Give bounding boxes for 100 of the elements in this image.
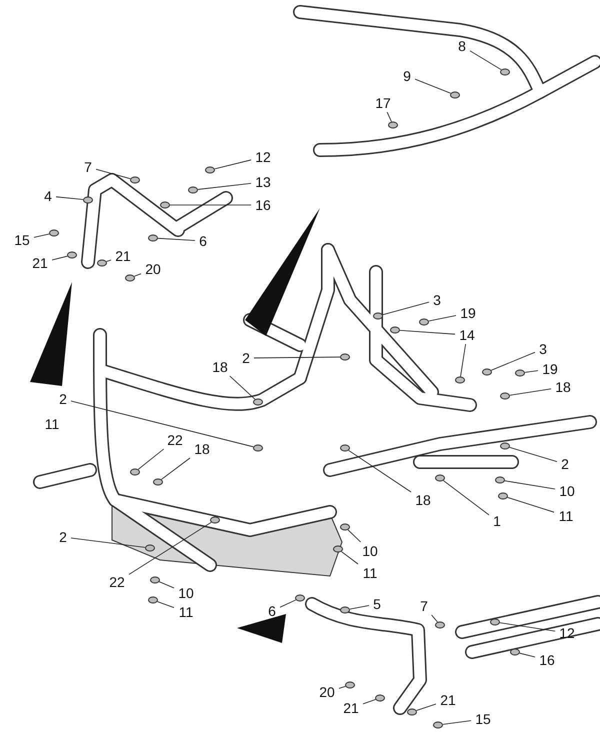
leader-line [70, 538, 146, 548]
leader-line [348, 450, 412, 492]
leader-line [134, 273, 142, 277]
callout-number: 10 [177, 584, 195, 602]
callout-number: 22 [108, 573, 126, 591]
leader-line [158, 581, 174, 588]
hardware-part [340, 444, 350, 452]
callout-number: 19 [541, 360, 559, 378]
leader-line [414, 78, 452, 94]
leader-line [442, 720, 472, 725]
hardware-part [130, 468, 140, 476]
hardware-part [125, 274, 135, 282]
leader-line [161, 458, 190, 480]
leader-line [499, 622, 556, 632]
hardware-part [419, 318, 429, 326]
hardware-part [160, 202, 170, 208]
hardware-part [388, 122, 398, 128]
callout-number: 11 [178, 603, 194, 621]
callout-number: 3 [538, 340, 548, 358]
callout-number: 10 [361, 542, 379, 560]
hardware-part [130, 176, 140, 184]
callout-number: 17 [374, 94, 392, 112]
leader-line [431, 614, 438, 622]
hardware-part [205, 166, 215, 174]
leader-line [341, 551, 358, 564]
leader-line [52, 256, 68, 260]
hardware-part [500, 442, 510, 450]
hardware-part [510, 648, 520, 656]
leader-line [96, 168, 131, 180]
leader-line [157, 601, 174, 608]
leader-line [158, 238, 196, 241]
hardware-part [188, 186, 198, 194]
hardware-part [490, 618, 500, 626]
hardware-part [253, 444, 263, 452]
callout-number: 6 [198, 232, 208, 250]
hardware-part [435, 474, 445, 482]
callout-number: 18 [554, 378, 572, 396]
callout-number: 3 [432, 291, 442, 309]
hardware-part [390, 326, 400, 334]
hardware-part [515, 370, 525, 376]
hardware-part [67, 252, 77, 258]
leader-line [34, 234, 50, 238]
leader-line [509, 446, 558, 462]
leader-line [128, 522, 212, 575]
callout-number: 15 [13, 231, 31, 249]
callout-number: 18 [414, 491, 432, 509]
hardware-part [253, 398, 263, 406]
leader-line [416, 704, 436, 711]
hardware-part [455, 376, 465, 384]
leader-line [524, 370, 538, 373]
leader-line [338, 686, 346, 689]
callout-number: 22 [166, 431, 184, 449]
hardware-part [345, 682, 355, 688]
hardware-part [500, 68, 510, 76]
hardware-part [435, 622, 445, 628]
leader-line [490, 352, 536, 371]
leader-line [386, 112, 392, 122]
callout-number: 18 [193, 440, 211, 458]
hardware-part [153, 478, 163, 486]
callout-number: 4 [43, 187, 53, 205]
hardware-part [433, 722, 443, 728]
callout-number: 1 [492, 512, 502, 530]
hardware-part [333, 546, 343, 552]
hardware-part [340, 524, 350, 530]
callout-number: 6 [267, 602, 277, 620]
hardware-part [49, 230, 59, 236]
callout-number: 21 [342, 699, 360, 717]
hardware-part [150, 576, 160, 584]
hardware-part [148, 596, 158, 604]
leader-line [106, 260, 112, 262]
leader-line [460, 344, 466, 377]
callout-number: 7 [83, 158, 93, 176]
hardware-part [295, 594, 305, 602]
callout-number: 21 [439, 691, 457, 709]
leader-line [382, 302, 430, 316]
hardware-part [450, 92, 460, 98]
callout-number: 7 [419, 597, 429, 615]
hardware-part [340, 354, 350, 360]
leader-line [198, 182, 252, 190]
callout-number: 11 [44, 415, 60, 433]
callout-number: 20 [318, 683, 336, 701]
callout-number: 12 [254, 148, 272, 166]
leader-line [70, 400, 254, 448]
hardware-part [407, 708, 417, 716]
hardware-part [498, 492, 508, 500]
leader-line [348, 529, 362, 542]
callout-number: 21 [114, 247, 132, 265]
callout-number: 9 [402, 67, 412, 85]
hardware-part [340, 606, 350, 614]
callout-number: 2 [58, 528, 68, 546]
callout-number: 5 [372, 595, 382, 613]
leader-line [362, 699, 376, 704]
leader-line [504, 480, 556, 490]
callout-number: 11 [558, 507, 574, 525]
callout-number: 20 [144, 260, 162, 278]
hardware-part [148, 234, 158, 242]
leader-line [254, 356, 340, 358]
leader-line [56, 196, 84, 200]
callout-number: 16 [254, 196, 272, 214]
callout-number: 2 [58, 390, 68, 408]
